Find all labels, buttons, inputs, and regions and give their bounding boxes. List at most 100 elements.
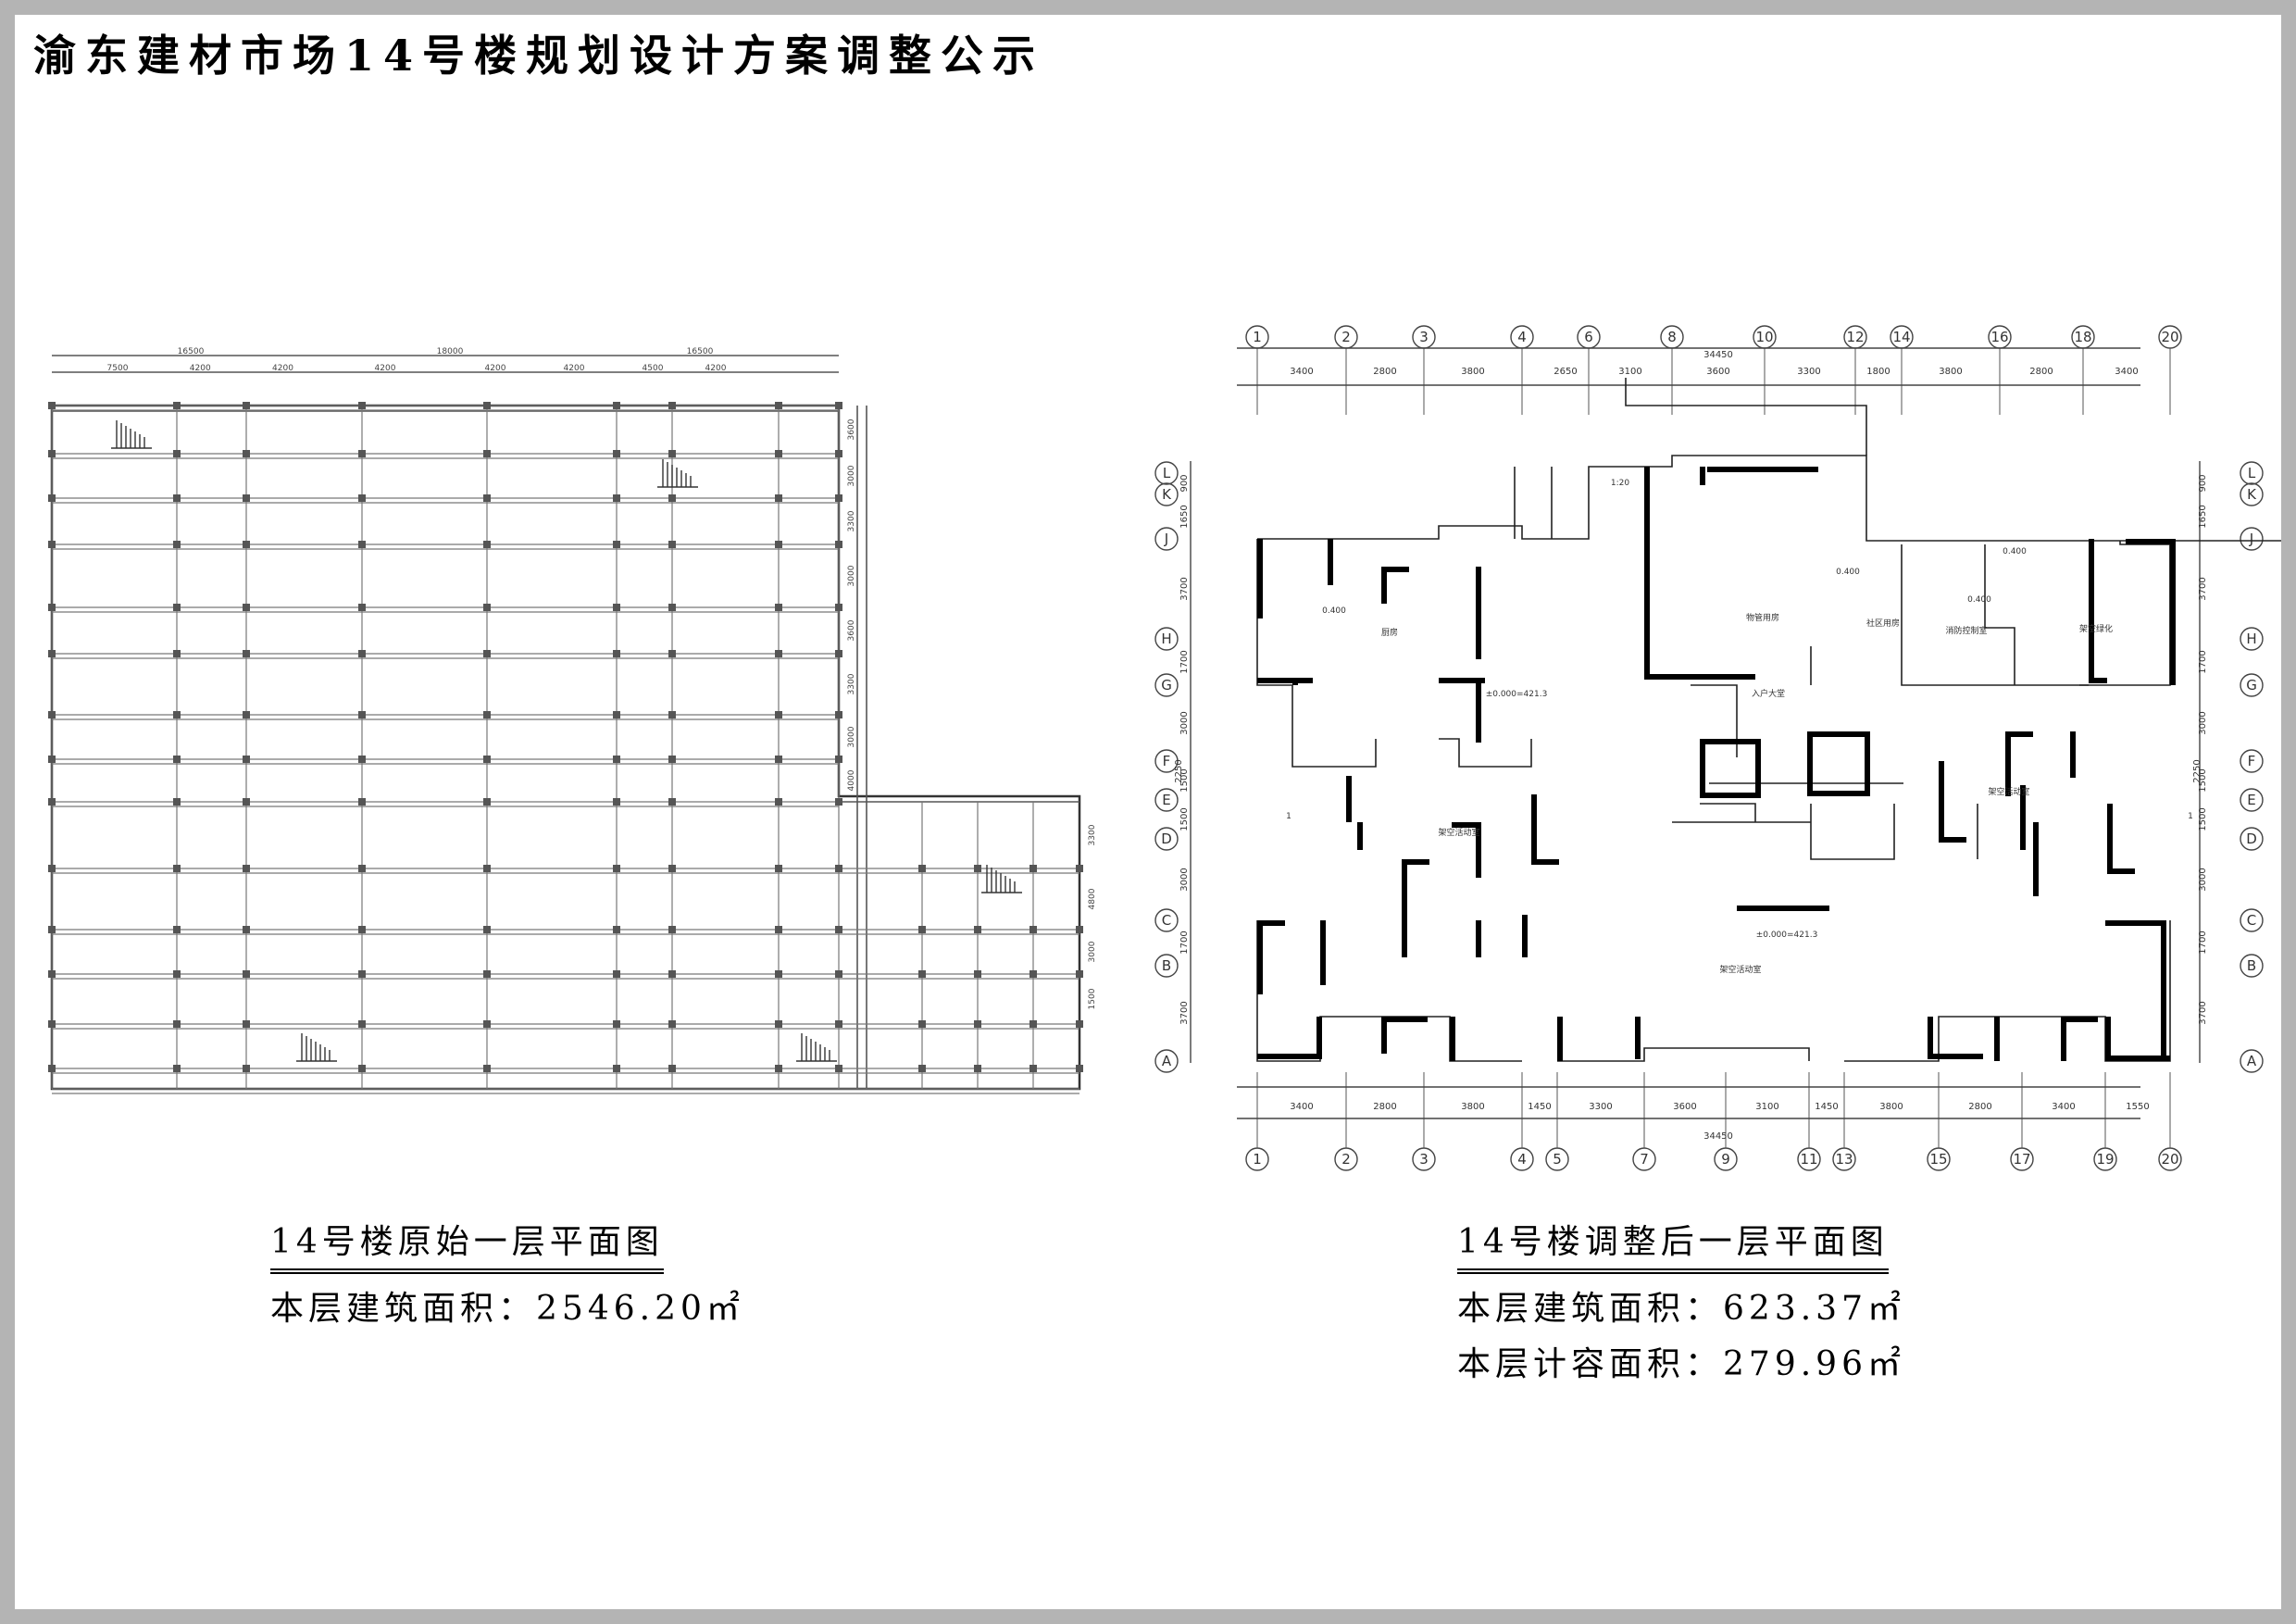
axis-bubble (1154, 482, 1179, 506)
axis-label: 2 (1341, 329, 1351, 345)
axis-label: 18 (2074, 329, 2091, 345)
dimension-label: 3000 (1179, 868, 1190, 891)
column (483, 926, 491, 933)
structural-wall (2089, 678, 2107, 683)
column (668, 541, 676, 548)
column (835, 494, 842, 502)
column (48, 1065, 56, 1072)
column (775, 926, 782, 933)
original-area-value: 2546.20㎡ (536, 1290, 744, 1328)
column (1029, 1020, 1037, 1028)
axis-label: 2 (1341, 1151, 1351, 1168)
structural-wall (1928, 1017, 1933, 1059)
room-label: ±0.000=421.3 (1756, 931, 1818, 940)
wall-outline (1439, 738, 1532, 768)
structural-wall (1939, 761, 1944, 789)
structural-wall (2170, 678, 2176, 685)
column (483, 541, 491, 548)
axis-label: B (2247, 957, 2256, 974)
structural-wall (1257, 1054, 1322, 1059)
column (835, 756, 842, 763)
column (358, 1065, 366, 1072)
dimension-label: 4200 (272, 364, 293, 373)
column (358, 402, 366, 409)
column (1029, 865, 1037, 872)
column (613, 402, 620, 409)
dimension-total-label: 34450 (1703, 350, 1733, 360)
structural-wall (2107, 868, 2135, 874)
dimension-label: 3700 (1179, 577, 1190, 600)
dimension-label: 3600 (847, 619, 856, 641)
structural-wall (1700, 793, 1761, 798)
structural-wall (2105, 1056, 2170, 1061)
column (668, 450, 676, 457)
axis-label: K (2247, 486, 2257, 503)
column (48, 450, 56, 457)
column (358, 1020, 366, 1028)
structural-wall (2105, 1017, 2111, 1059)
axis-label: G (1161, 677, 1172, 693)
axis-label: H (2246, 631, 2256, 647)
column (613, 604, 620, 611)
dimension-label: 3600 (1673, 1102, 1696, 1112)
column (243, 970, 250, 978)
column (835, 865, 842, 872)
structural-wall (1257, 920, 1263, 994)
axis-label: A (1162, 1053, 1172, 1069)
axis-label: 13 (1835, 1151, 1853, 1168)
column (668, 1020, 676, 1028)
axis-label: 19 (2096, 1151, 2114, 1168)
axis-bubble (2240, 954, 2264, 978)
dimension-label: 3000 (847, 726, 856, 747)
adjusted-area-value: 623.37㎡ (1723, 1290, 1905, 1328)
dimension-label: 3600 (1706, 367, 1729, 377)
axis-bubble (2240, 627, 2264, 651)
column (358, 926, 366, 933)
room-label: 入户大堂 (1752, 688, 1785, 699)
structural-wall (1939, 837, 1966, 843)
structural-wall (1402, 859, 1429, 865)
column (483, 402, 491, 409)
dimension-label: 7500 (107, 364, 129, 373)
dimension-label: 1500 (1179, 807, 1190, 831)
column (358, 650, 366, 657)
structural-wall (2061, 1017, 2098, 1022)
column (173, 450, 181, 457)
column (1076, 1020, 1083, 1028)
column (775, 604, 782, 611)
column (48, 494, 56, 502)
dimension-total-label: 16500 (687, 347, 714, 356)
structural-wall (1328, 539, 1333, 585)
column (835, 970, 842, 978)
column (243, 650, 250, 657)
structural-wall (1807, 791, 1868, 796)
wall-outline (1256, 539, 1377, 768)
column (918, 865, 926, 872)
structural-wall (1381, 567, 1387, 604)
dimension-label: 4200 (485, 364, 506, 373)
column (173, 402, 181, 409)
axis-bubble (2240, 827, 2264, 851)
column (243, 494, 250, 502)
structural-wall (1381, 1017, 1428, 1022)
column (483, 798, 491, 806)
column (483, 865, 491, 872)
column (173, 1065, 181, 1072)
dimension-label: 4000 (847, 769, 856, 791)
axis-bubble (1154, 673, 1179, 697)
column (918, 926, 926, 933)
column (668, 798, 676, 806)
column (48, 1020, 56, 1028)
structural-wall (1635, 1017, 1641, 1059)
axis-label: 14 (1892, 329, 1910, 345)
original-area-line: 本层建筑面积：2546.20㎡ (270, 1281, 744, 1330)
room-label: 架空活动室 (1719, 964, 1761, 975)
column (668, 865, 676, 872)
column (48, 604, 56, 611)
column (668, 650, 676, 657)
column (173, 494, 181, 502)
adjusted-plan-caption-block: 14号楼调整后一层平面图 本层建筑面积：623.37㎡ 本层计容面积：279.9… (1457, 1215, 1905, 1385)
column (775, 756, 782, 763)
column (613, 1065, 620, 1072)
